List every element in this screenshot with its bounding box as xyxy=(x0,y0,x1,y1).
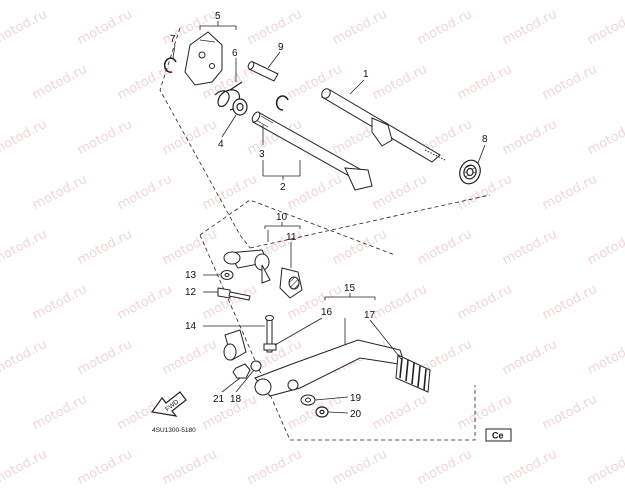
shift-pedal-15 xyxy=(255,340,405,396)
rod-end-14 xyxy=(224,330,246,360)
part-label-18: 18 xyxy=(230,394,242,405)
part-label-21: 21 xyxy=(213,394,225,405)
part-label-5: 5 xyxy=(215,11,221,22)
part-label-20: 20 xyxy=(350,409,362,420)
pin-9 xyxy=(247,61,278,81)
oil-seal-8 xyxy=(456,157,483,186)
part-label-15: 15 xyxy=(344,283,356,294)
fwd-arrow-icon: FWD xyxy=(152,392,186,416)
part-label-12: 12 xyxy=(185,287,197,298)
circlip-7 xyxy=(165,58,176,72)
part-label-4: 4 xyxy=(218,139,224,150)
part-label-10: 10 xyxy=(276,212,288,223)
nut-21 xyxy=(233,364,250,378)
ce-badge: Ce xyxy=(486,429,511,441)
part-label-7: 7 xyxy=(170,34,176,45)
part-label-16: 16 xyxy=(321,307,333,318)
part-label-6: 6 xyxy=(232,48,238,59)
joint-11 xyxy=(280,268,302,298)
part-label-9: 9 xyxy=(278,42,284,53)
shift-shaft-1 xyxy=(320,87,445,162)
washer-19 xyxy=(301,395,315,405)
part-label-19: 19 xyxy=(350,393,362,404)
part-label-11: 11 xyxy=(286,232,297,243)
part-label-3: 3 xyxy=(259,149,265,160)
part-label-17: 17 xyxy=(364,310,376,321)
part-label-2: 2 xyxy=(280,182,286,193)
part-label-14: 14 xyxy=(185,321,197,332)
bolt-12 xyxy=(218,288,250,300)
diagram-code: 4SU1300-5180 xyxy=(152,427,196,434)
part-label-13: 13 xyxy=(185,270,197,281)
shift-shaft-2 xyxy=(251,111,372,190)
circlip-3 xyxy=(277,96,288,110)
washer-4 xyxy=(233,99,247,115)
part-label-1: 1 xyxy=(363,69,369,80)
part-label-8: 8 xyxy=(482,134,488,145)
shift-plate-5 xyxy=(185,32,222,85)
ce-badge-label: Ce xyxy=(492,431,504,441)
shift-rod-16 xyxy=(264,316,276,353)
washer-18 xyxy=(251,361,261,371)
pedal-rubber-17 xyxy=(396,355,430,392)
parts-diagram: FWD 1 2 3 4 5 6 7 8 9 10 11 12 13 14 15 … xyxy=(0,0,625,468)
washer-13 xyxy=(221,271,233,280)
clip-20 xyxy=(316,407,328,417)
